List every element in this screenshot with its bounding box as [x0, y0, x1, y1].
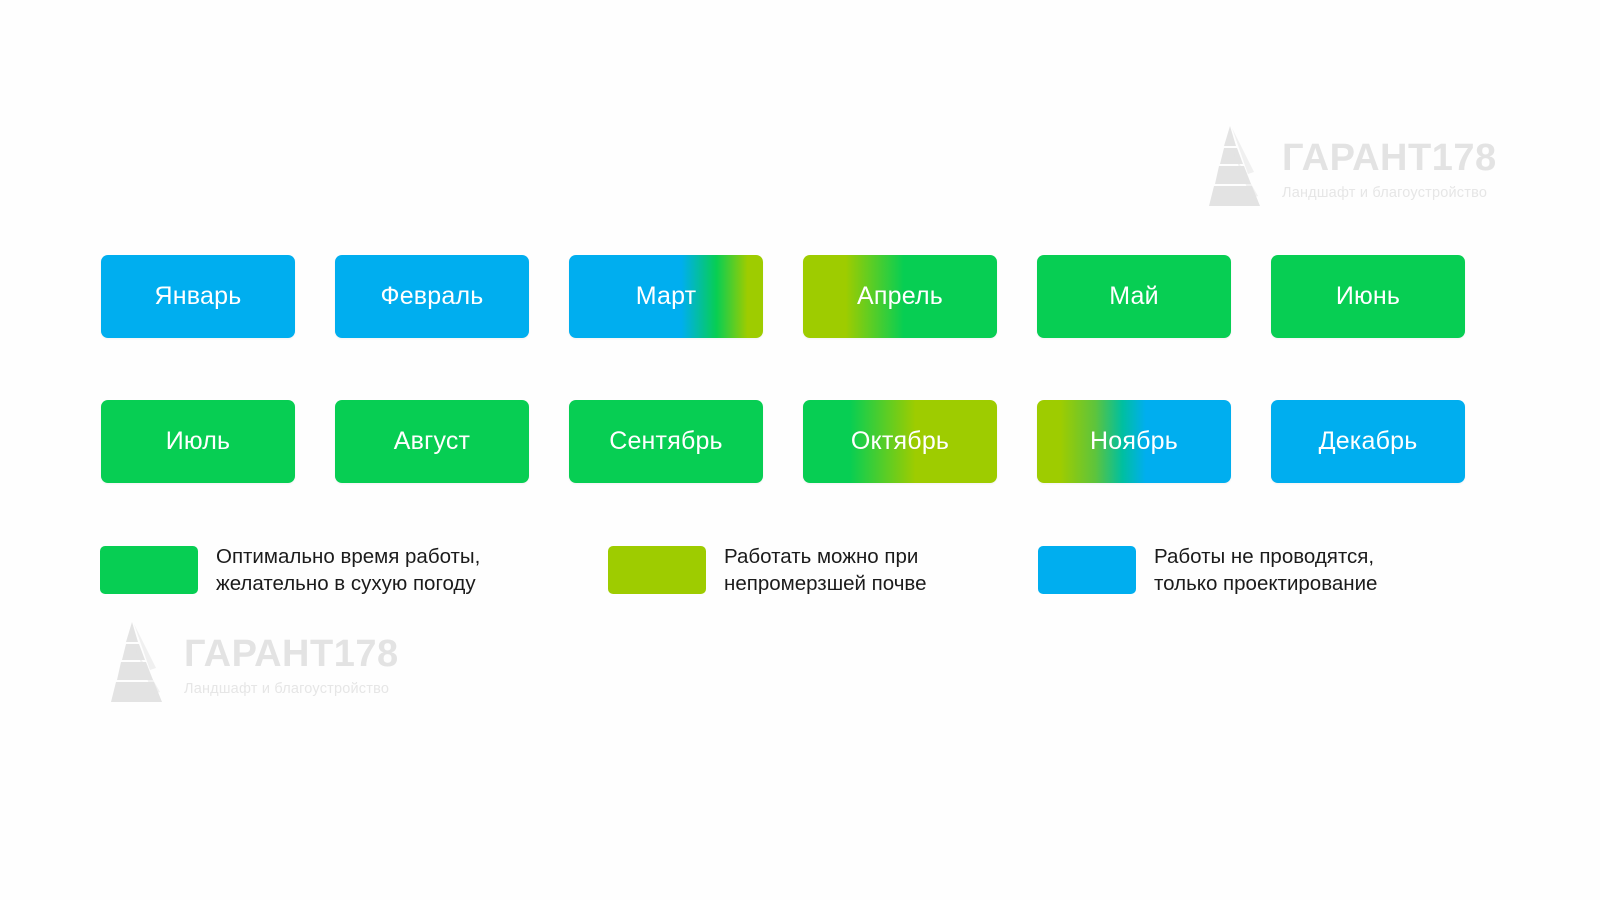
month-tile[interactable]: Март — [569, 255, 763, 338]
month-tile[interactable]: Май — [1037, 255, 1231, 338]
legend-label: Работать можно при непромерзшей почве — [724, 545, 927, 596]
month-tile-label: Июнь — [1335, 282, 1401, 310]
month-tile-label: Январь — [154, 282, 242, 310]
watermark-title: ГАРАНТ178 — [1282, 137, 1497, 180]
month-tile-label: Сентябрь — [609, 427, 723, 455]
month-tile-label: Июль — [165, 427, 231, 455]
watermark-subtitle: Ландшафт и благоустройство — [1282, 185, 1488, 202]
month-tile[interactable]: Июль — [101, 400, 295, 483]
month-tile-label: Май — [1109, 282, 1159, 310]
watermark-text: ГАРАНТ178 Ландшафт и благоустройство — [184, 635, 399, 697]
month-tile[interactable]: Декабрь — [1271, 400, 1465, 483]
legend-label: Оптимально время работы, желательно в су… — [216, 545, 481, 596]
legend-swatch — [100, 546, 198, 595]
month-tile-label: Апрель — [856, 282, 943, 310]
month-tile-label: Октябрь — [850, 427, 950, 455]
legend-item: Работать можно при непромерзшей почве — [608, 543, 1038, 598]
month-tile-label: Февраль — [380, 282, 484, 310]
watermark-top-right: ГАРАНТ178 Ландшафт и благоустройство — [1196, 124, 1497, 216]
legend-item: Оптимально время работы, желательно в су… — [100, 543, 608, 598]
fir-tree-logo-icon — [1196, 124, 1268, 216]
month-tile-label: Март — [635, 282, 697, 310]
watermark-subtitle: Ландшафт и благоустройство — [184, 681, 390, 698]
legend-swatch — [1038, 546, 1136, 595]
legend-label: Работы не проводятся, только проектирова… — [1154, 545, 1378, 596]
month-tile[interactable]: Июнь — [1271, 255, 1465, 338]
watermark-bottom-left: ГАРАНТ178 Ландшафт и благоустройство — [98, 620, 399, 712]
legend-swatch — [608, 546, 706, 595]
legend: Оптимально время работы, желательно в су… — [100, 543, 1460, 598]
legend-item: Работы не проводятся, только проектирова… — [1038, 543, 1458, 598]
month-tile-label: Ноябрь — [1090, 427, 1178, 455]
month-tile-label: Август — [393, 427, 471, 455]
month-tile[interactable]: Апрель — [803, 255, 997, 338]
month-tile[interactable]: Август — [335, 400, 529, 483]
watermark-title: ГАРАНТ178 — [184, 633, 399, 676]
month-tile[interactable]: Ноябрь — [1037, 400, 1231, 483]
month-tile[interactable]: Сентябрь — [569, 400, 763, 483]
fir-tree-logo-icon — [98, 620, 170, 712]
month-tile-label: Декабрь — [1318, 427, 1418, 455]
month-tile[interactable]: Январь — [101, 255, 295, 338]
watermark-text: ГАРАНТ178 Ландшафт и благоустройство — [1282, 139, 1497, 201]
month-tile[interactable]: Октябрь — [803, 400, 997, 483]
month-tile[interactable]: Февраль — [335, 255, 529, 338]
